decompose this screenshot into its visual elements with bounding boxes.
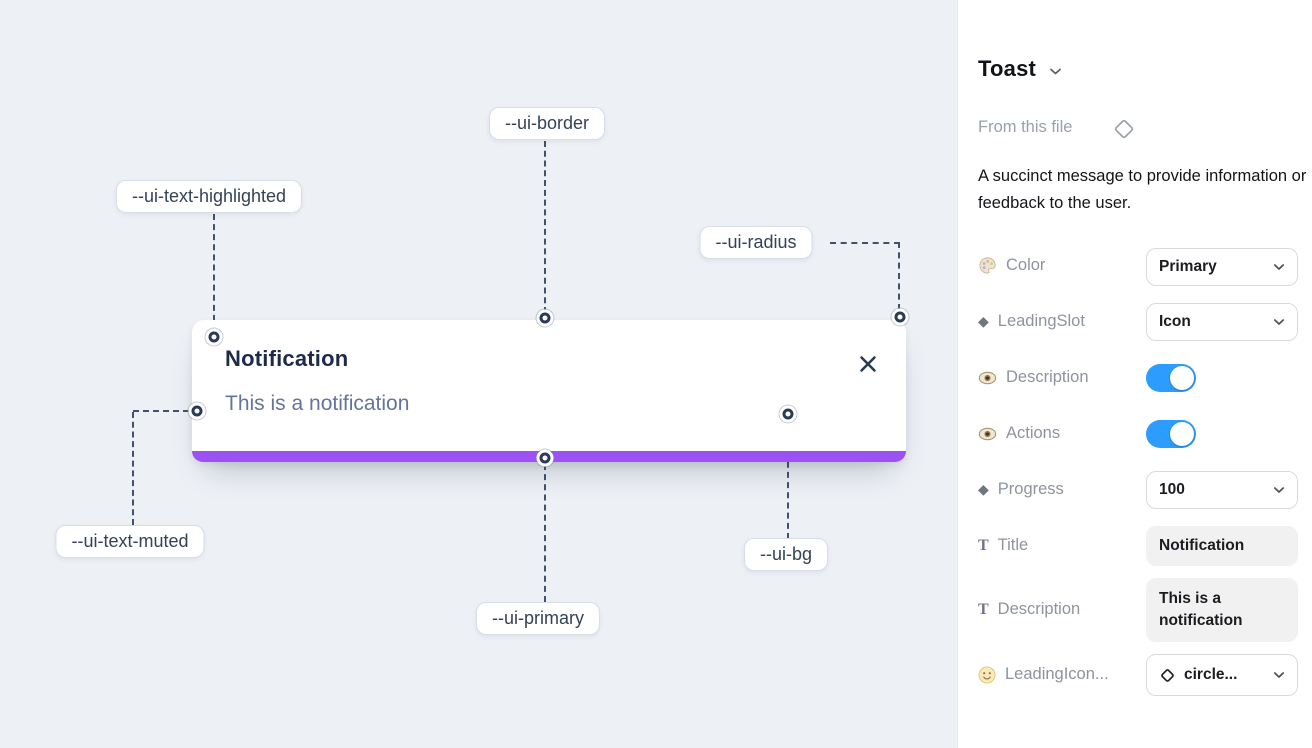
- prop-label-leadingicon: LeadingIcon...: [978, 665, 1109, 684]
- line-ui-primary: [544, 464, 546, 602]
- properties-panel: Toast: [957, 0, 1312, 748]
- diamond-icon: ◆: [978, 481, 989, 498]
- smiley-icon: [978, 666, 996, 684]
- description-toggle[interactable]: [1146, 364, 1196, 392]
- component-name[interactable]: Toast: [978, 56, 1037, 81]
- title-field[interactable]: Notification: [1146, 526, 1298, 566]
- diamond-outline-icon: [1159, 667, 1176, 684]
- prop-label-color: Color: [978, 256, 1045, 275]
- prop-label-title: T Title: [978, 536, 1028, 555]
- prop-label-text: Progress: [997, 480, 1064, 498]
- line-ui-text-highlighted: [213, 214, 215, 331]
- prop-label-text: LeadingIcon...: [1005, 665, 1109, 683]
- field-value: This is a notification: [1159, 590, 1243, 629]
- prop-label-actions: Actions: [978, 424, 1060, 443]
- eye-icon: [978, 371, 997, 385]
- close-icon[interactable]: [857, 353, 879, 375]
- diamond-icon: ◆: [978, 313, 989, 330]
- component-description: A succinct message to provide informatio…: [978, 167, 1307, 212]
- prop-label-description: Description: [978, 368, 1089, 387]
- var-label-ui-text-highlighted: --ui-text-highlighted: [115, 180, 303, 213]
- toggle-knob: [1170, 422, 1194, 446]
- description-field[interactable]: This is a notification: [1146, 578, 1298, 642]
- palette-icon: [978, 256, 997, 275]
- connector-ui-border: [539, 312, 551, 324]
- prop-label-text: Actions: [1006, 424, 1061, 442]
- prop-label-leadingslot: ◆ LeadingSlot: [978, 312, 1085, 331]
- var-label-ui-radius: --ui-radius: [699, 226, 813, 259]
- chevron-down-icon[interactable]: [1049, 67, 1062, 76]
- line-ui-border: [544, 141, 546, 313]
- toast-title: Notification: [225, 346, 349, 371]
- text-icon: T: [978, 536, 989, 554]
- color-dropdown[interactable]: Primary: [1146, 248, 1298, 286]
- connector-ui-primary: [539, 452, 551, 464]
- connector-ui-text-muted: [191, 405, 203, 417]
- prop-label-description-text: T Description: [978, 600, 1080, 619]
- design-canvas[interactable]: Notification This is a notification --ui…: [0, 0, 957, 748]
- progress-dropdown[interactable]: 100: [1146, 471, 1298, 509]
- toast-description: This is a notification: [225, 392, 410, 415]
- var-label-ui-border: --ui-border: [488, 107, 606, 140]
- description-toggle-wrap: [1146, 364, 1298, 392]
- field-value: Notification: [1159, 537, 1245, 554]
- var-label-ui-primary: --ui-primary: [476, 602, 600, 635]
- connector-ui-radius: [894, 311, 906, 323]
- prop-label-text: Description: [1006, 368, 1089, 386]
- connector-ui-bg: [782, 408, 794, 420]
- actions-toggle-wrap: [1146, 420, 1298, 448]
- prop-label-text: Title: [997, 536, 1029, 554]
- actions-toggle[interactable]: [1146, 420, 1196, 448]
- leadingicon-dropdown[interactable]: circle...: [1146, 654, 1298, 696]
- line-ui-radius-v: [898, 242, 900, 310]
- leadingslot-dropdown[interactable]: Icon: [1146, 303, 1298, 341]
- source-label: From this file: [978, 118, 1073, 136]
- dropdown-value: circle...: [1184, 666, 1238, 683]
- line-ui-bg: [787, 421, 789, 539]
- diamond-outline-icon: [1111, 116, 1137, 142]
- toast-component-preview: Notification This is a notification: [192, 320, 906, 462]
- dropdown-value: Primary: [1159, 258, 1217, 275]
- prop-label-text: LeadingSlot: [997, 312, 1085, 330]
- prop-label-text: Color: [1006, 256, 1046, 274]
- line-ui-radius-h: [830, 242, 900, 244]
- prop-label-text: Description: [997, 600, 1081, 618]
- dropdown-value: Icon: [1159, 313, 1191, 330]
- var-label-ui-bg: --ui-bg: [743, 538, 829, 571]
- line-ui-text-muted-h: [133, 410, 189, 412]
- eye-icon: [978, 427, 997, 441]
- var-label-ui-text-muted: --ui-text-muted: [55, 525, 205, 558]
- toggle-knob: [1170, 366, 1194, 390]
- prop-label-progress: ◆ Progress: [978, 480, 1064, 499]
- connector-ui-text-highlighted: [208, 331, 220, 343]
- line-ui-text-muted-v: [132, 412, 134, 525]
- dropdown-value: 100: [1159, 481, 1185, 498]
- text-icon: T: [978, 600, 989, 618]
